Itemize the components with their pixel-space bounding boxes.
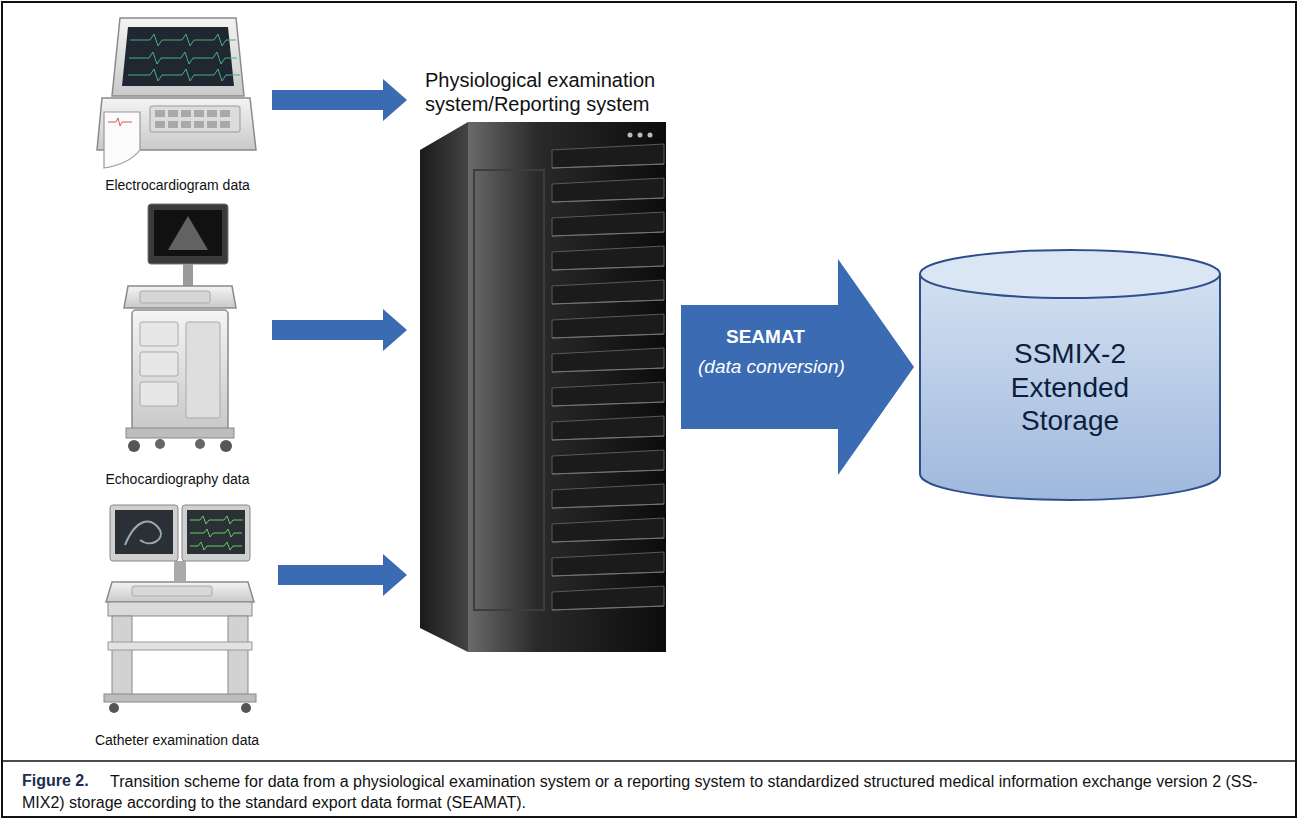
catheter-device: Catheter examination data [84, 495, 270, 751]
figure-caption: Transition scheme for data from a physio… [22, 772, 1278, 814]
data-flow-arrow [272, 309, 407, 351]
data-flow-arrow [272, 79, 407, 121]
catheter-workstation [104, 505, 256, 713]
storage-cylinder: SSMIX-2 Extended Storage [918, 248, 1222, 502]
caption-rule [2, 760, 1296, 762]
device-label: Electrocardiogram data [91, 177, 264, 194]
echo-machine [124, 204, 236, 452]
storage-label: SSMIX-2 Extended Storage [990, 337, 1150, 438]
system-heading: Physiological examination system/Reporti… [425, 68, 677, 116]
data-flow-arrow [278, 554, 407, 596]
ecg-device: Electrocardiogram data [91, 10, 264, 196]
cylinder-body [920, 274, 1220, 500]
edge-label: SEAMAT [726, 326, 805, 348]
figure-number: Figure 2. [22, 772, 89, 790]
device-label: Echocardiography data [91, 471, 264, 488]
ecg-machine [97, 18, 256, 168]
server-tower [420, 122, 666, 652]
server-node: Physiological examination system/Reporti… [415, 68, 677, 656]
cylinder-top [920, 250, 1220, 298]
conversion-note: (data conversion) [698, 356, 845, 378]
device-label: Catheter examination data [84, 732, 270, 749]
conversion-arrow [681, 259, 914, 475]
echo-device: Echocardiography data [91, 200, 264, 490]
